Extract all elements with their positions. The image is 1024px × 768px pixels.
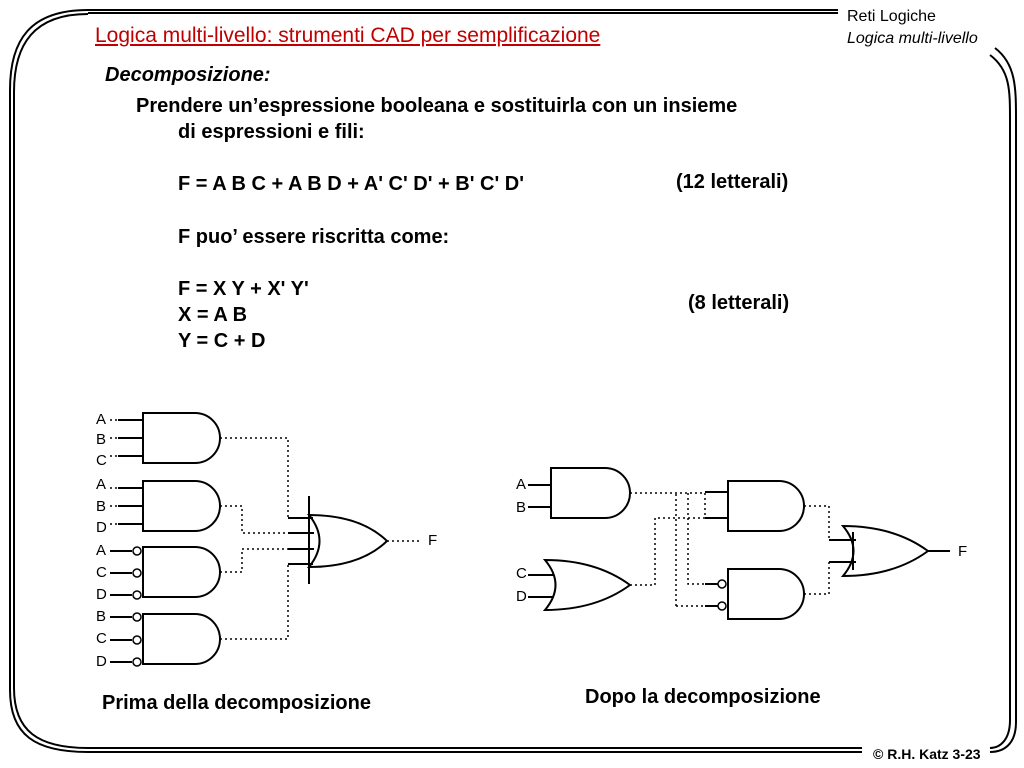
input-label: C [96, 564, 107, 581]
literal-count-original: (12 letterali) [676, 171, 789, 193]
and-gate [142, 412, 221, 464]
input-label: A [516, 476, 526, 493]
expression-y: Y = C + D [178, 330, 266, 352]
course-name: Reti Logiche [847, 8, 936, 25]
input-label: B [96, 431, 106, 448]
output-label: F [428, 532, 437, 549]
intro-line-1: Prendere un’espressione booleana e sosti… [136, 95, 738, 117]
and-gate [550, 467, 631, 519]
and-gate [727, 568, 805, 620]
input-label: A [96, 542, 106, 559]
and-gate [142, 546, 221, 598]
or-gate [306, 513, 389, 569]
output-label: F [958, 543, 967, 560]
expression-original: F = A B C + A B D + A' C' D' + B' C' D' [178, 173, 524, 195]
rewrite-text: F puo’ essere riscritta come: [178, 226, 450, 248]
and-gate [142, 480, 221, 532]
literal-count-decomposed: (8 letterali) [688, 292, 790, 314]
input-label: C [96, 630, 107, 647]
input-label: D [96, 519, 107, 536]
or-gate [542, 558, 632, 612]
input-label: D [96, 586, 107, 603]
input-label: B [96, 608, 106, 625]
input-label: B [516, 499, 526, 516]
slide-title: Logica multi-livello: strumenti CAD per … [95, 24, 601, 47]
input-label: D [96, 653, 107, 670]
input-label: C [516, 565, 527, 582]
footer-copyright: © R.H. Katz 3-23 [873, 746, 981, 762]
caption-after: Dopo la decomposizione [585, 686, 821, 708]
intro-line-2: di espressioni e fili: [178, 121, 365, 143]
topic-name: Logica multi-livello [847, 30, 978, 47]
input-label: B [96, 498, 106, 515]
caption-before: Prima della decomposizione [102, 692, 371, 714]
and-gate [142, 613, 221, 665]
expression-f: F = X Y + X' Y' [178, 278, 309, 300]
section-heading: Decomposizione: [105, 64, 271, 86]
and-gate [727, 480, 805, 532]
input-label: C [96, 452, 107, 469]
input-label: A [96, 411, 106, 428]
expression-x: X = A B [178, 304, 248, 326]
or-gate [840, 524, 930, 578]
input-label: D [516, 588, 527, 605]
input-label: A [96, 476, 106, 493]
